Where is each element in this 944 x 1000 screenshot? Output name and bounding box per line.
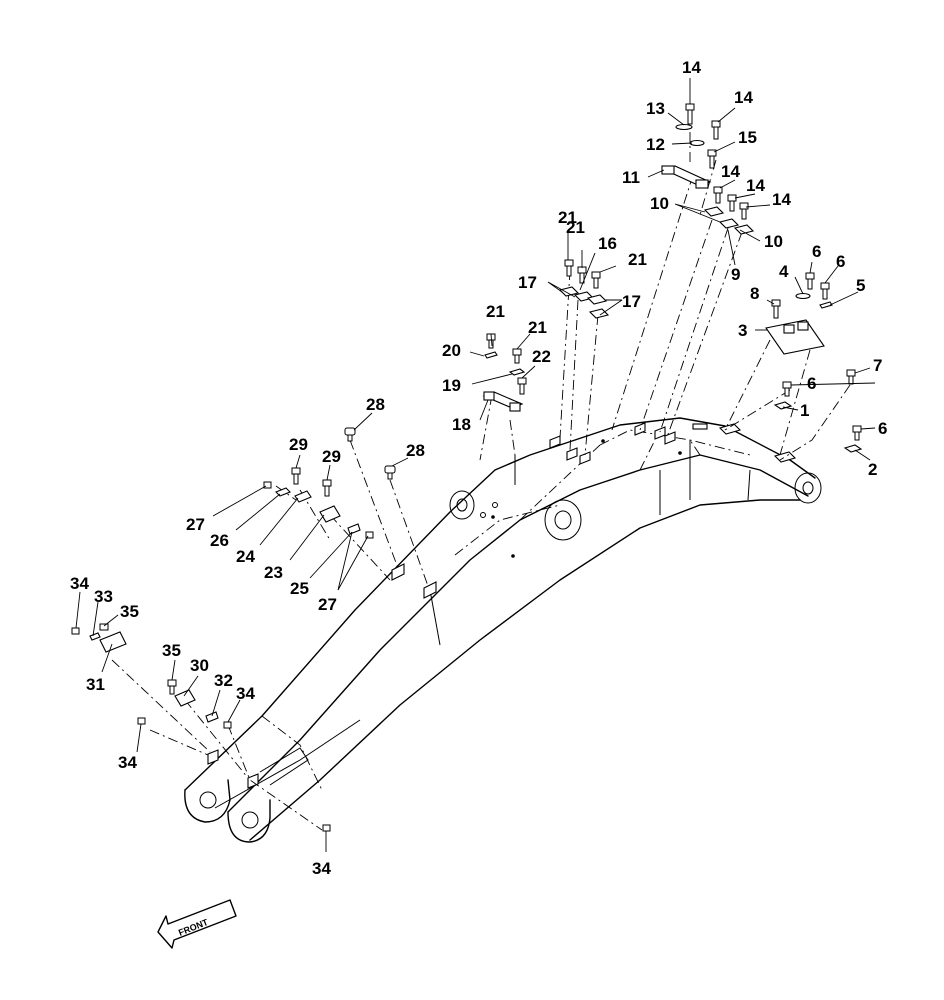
callout-label: 14 <box>682 58 701 77</box>
callout-label: 3 <box>738 321 747 340</box>
callout-label: 35 <box>120 602 139 621</box>
callout-labels: 14 14 13 12 15 11 14 14 14 10 10 9 21 21… <box>70 58 887 878</box>
callout-label: 18 <box>452 415 471 434</box>
callout-label: 11 <box>622 168 640 187</box>
callout-label: 31 <box>86 675 105 694</box>
callout-label: 35 <box>162 641 181 660</box>
callout-label: 8 <box>750 284 759 303</box>
callout-label: 22 <box>532 347 551 366</box>
callout-label: 28 <box>406 441 425 460</box>
callout-label: 32 <box>214 671 233 690</box>
callout-label: 21 <box>486 302 505 321</box>
callout-label: 6 <box>836 252 845 271</box>
callout-label: 33 <box>94 587 113 606</box>
callout-label: 21 <box>566 218 585 237</box>
callout-label: 14 <box>772 190 791 209</box>
callout-label: 10 <box>764 232 783 251</box>
boom-body <box>184 417 822 843</box>
front-arrow-indicator: FRONT <box>157 899 237 949</box>
callout-label: 15 <box>738 128 757 147</box>
callout-label: 21 <box>628 250 647 269</box>
callout-label: 14 <box>734 88 753 107</box>
callout-label: 4 <box>779 262 789 281</box>
callout-label: 34 <box>118 753 137 772</box>
callout-label: 34 <box>236 684 255 703</box>
callout-label: 6 <box>812 242 821 261</box>
callout-label: 27 <box>318 595 337 614</box>
callout-label: 30 <box>190 656 209 675</box>
callout-label: 9 <box>731 265 740 284</box>
callout-label: 17 <box>518 273 537 292</box>
callout-label: 10 <box>650 194 669 213</box>
callout-label: 21 <box>558 208 577 227</box>
callout-label: 17 <box>622 292 641 311</box>
callout-label: 29 <box>322 447 341 466</box>
leader-lines <box>75 78 876 852</box>
callout-label: 19 <box>442 376 461 395</box>
callout-label: 12 <box>646 135 665 154</box>
callout-label: 6 <box>807 374 816 393</box>
callout-label: 29 <box>289 435 308 454</box>
callout-label: 14 <box>746 176 765 195</box>
assembly-lines <box>111 112 851 831</box>
callout-label: 34 <box>70 574 89 593</box>
callout-label: 26 <box>210 531 229 550</box>
callout-label: 21 <box>528 318 547 337</box>
parts <box>71 103 863 832</box>
callout-label: 1 <box>800 401 809 420</box>
callout-label: 28 <box>366 395 385 414</box>
callout-label: 7 <box>873 356 882 375</box>
callout-label: 25 <box>290 579 309 598</box>
callout-label: 23 <box>264 563 283 582</box>
callout-label: 2 <box>868 460 877 479</box>
callout-label: 24 <box>236 547 255 566</box>
callout-label: 16 <box>598 234 617 253</box>
callout-label: 6 <box>878 419 887 438</box>
callout-label: 5 <box>856 276 865 295</box>
callout-label: 27 <box>186 515 205 534</box>
mount-blocks <box>207 422 797 789</box>
callout-label: 14 <box>721 162 740 181</box>
callout-label: 20 <box>442 341 461 360</box>
callout-label: 34 <box>312 859 331 878</box>
callout-label: 13 <box>646 99 665 118</box>
